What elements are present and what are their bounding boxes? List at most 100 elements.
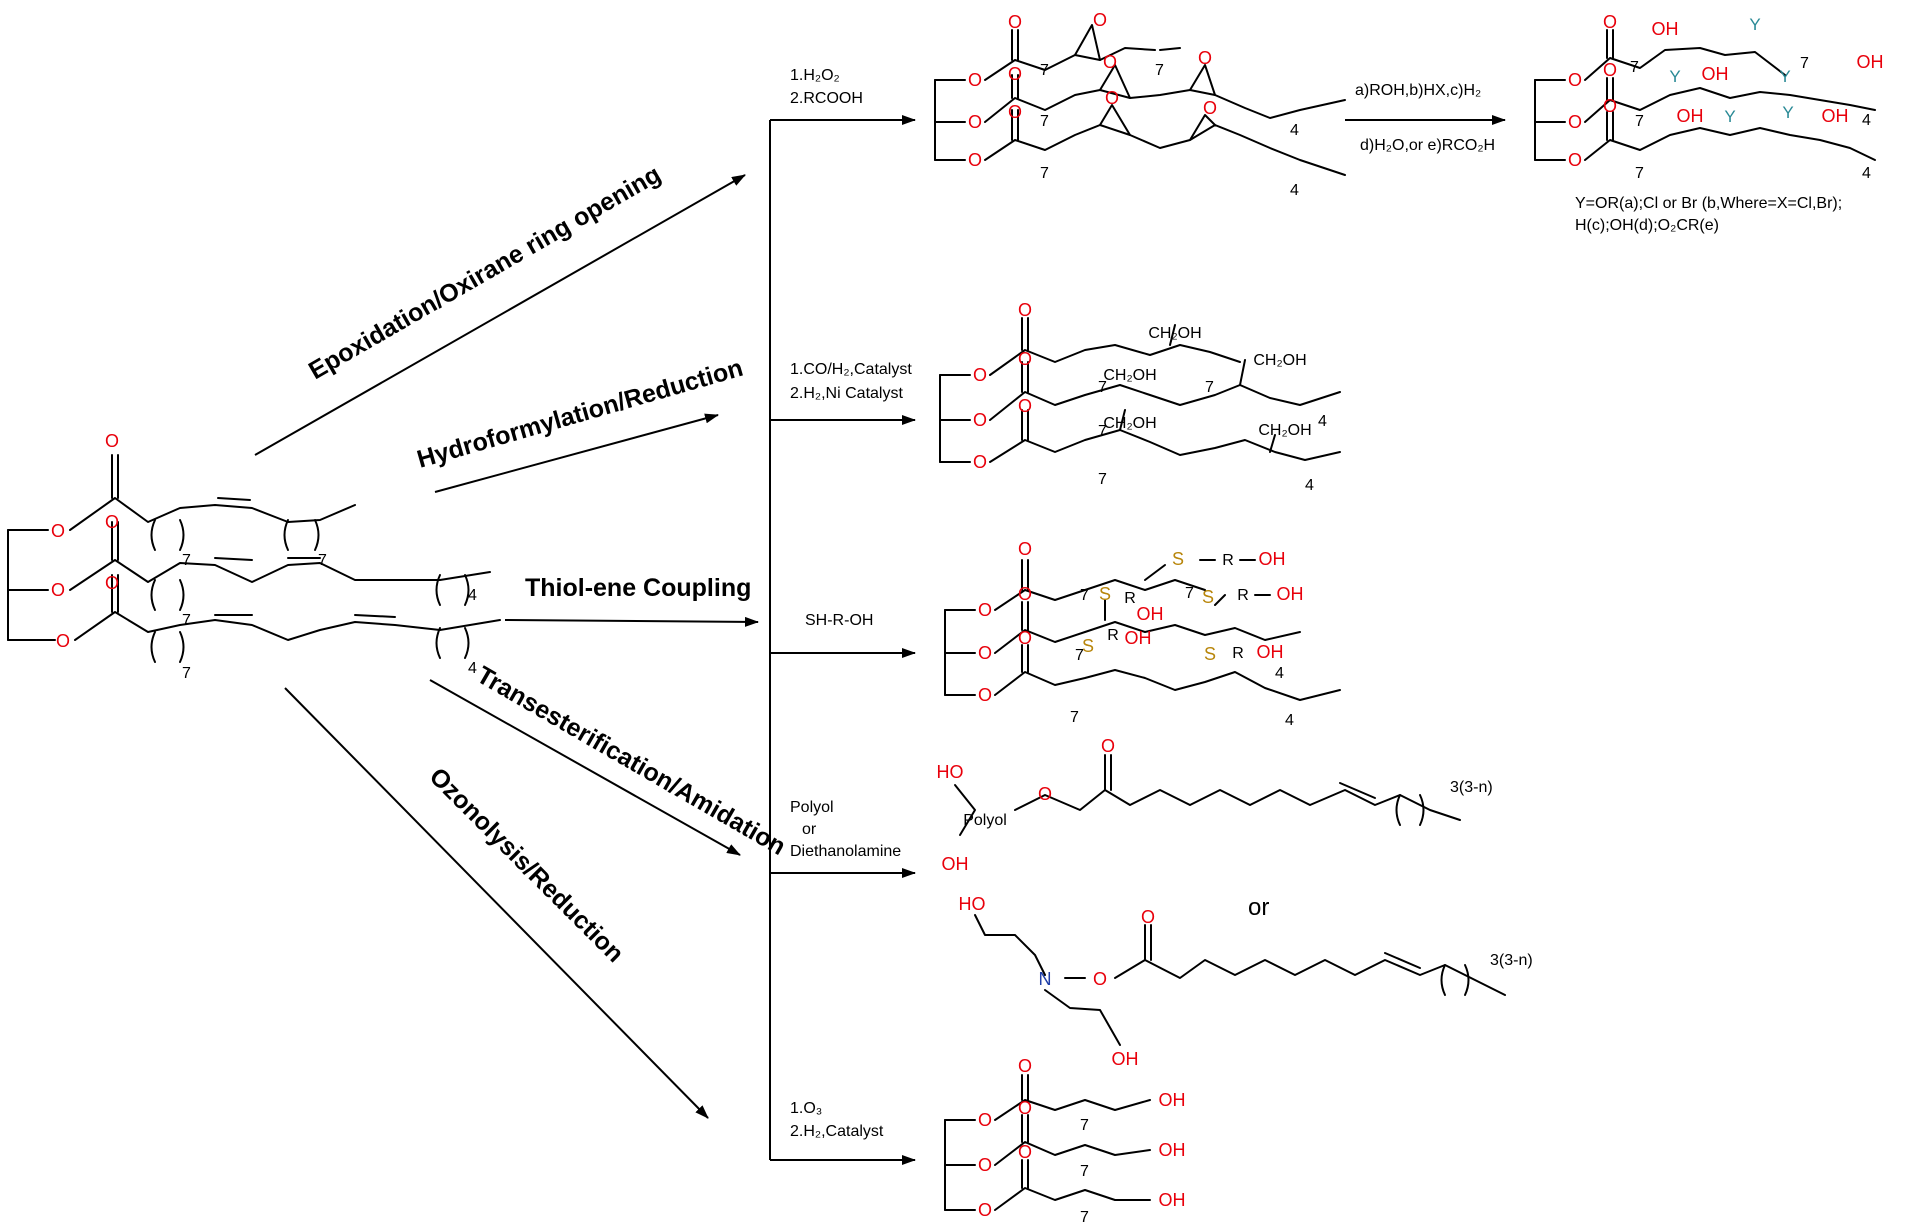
atom-label-o: O [51, 521, 65, 541]
subscript-7: 7 [1635, 165, 1644, 182]
subscript-7: 7 [1040, 62, 1049, 79]
atom-label-oh: OH [1822, 106, 1849, 126]
product-ozonolysis-triol: O O O O O O OH OH OH 7 7 7 [944, 1056, 1186, 1226]
subscript-7: 7 [1098, 379, 1107, 396]
atom-label-r: R [1232, 645, 1244, 662]
atom-label-y: Y [1669, 67, 1680, 86]
subscript-7: 7 [1070, 709, 1079, 726]
atom-label-n: N [1039, 969, 1052, 989]
or-separator: or [1248, 894, 1269, 921]
atom-label-o: O [1568, 112, 1582, 132]
atom-label-o: O [968, 70, 982, 90]
atom-label-epoxide-o: O [1203, 98, 1217, 118]
arrow-epoxidation [254, 174, 746, 456]
route-arrows [254, 174, 759, 1119]
condition-hydro-2: 2.H₂,Ni Catalyst [790, 385, 903, 402]
atom-label-r: R [1107, 627, 1119, 644]
arrow-transesterification [429, 679, 741, 856]
atom-label-s: S [1204, 644, 1216, 664]
subscript-7: 7 [1800, 55, 1809, 72]
atom-label-oh: OH [1125, 628, 1152, 648]
atom-label-oh: OH [1159, 1090, 1186, 1110]
atom-label-o: O [1018, 539, 1032, 559]
atom-label-o: O [1018, 1056, 1032, 1076]
subscript-4: 4 [1290, 182, 1299, 199]
atom-label-epoxide-o: O [1105, 88, 1119, 108]
route-label-ozonolysis: Ozonolysis/Reduction [424, 762, 629, 967]
atom-label-o: O [105, 431, 119, 451]
atom-label-o: O [1101, 736, 1115, 756]
atom-label-ch2oh: CH₂OH [1258, 422, 1311, 439]
atom-label-o: O [1018, 349, 1032, 369]
subscript-7: 7 [1098, 471, 1107, 488]
atom-label-o: O [1568, 70, 1582, 90]
product-thioether-polyol: O O O O O O S R OH S R OH S R OH S R OH … [944, 539, 1341, 729]
atom-label-o: O [978, 643, 992, 663]
atom-label-epoxide-o: O [1103, 52, 1117, 72]
atom-label-epoxide-o: O [1198, 48, 1212, 68]
atom-label-y: Y [1779, 67, 1790, 86]
atom-label-o: O [978, 600, 992, 620]
condition-trans-3: Diethanolamine [790, 843, 901, 860]
atom-label-o: O [1008, 64, 1022, 84]
atom-label-o: O [1018, 300, 1032, 320]
atom-label-o: O [978, 1110, 992, 1130]
arrow-hydroformylation [434, 413, 719, 493]
product-hydroformylated-polyol: O O O O O O CH₂OH CH₂OH CH₂OH CH₂OH CH₂O… [939, 300, 1341, 494]
atom-label-o: O [1093, 969, 1107, 989]
atom-label-o: O [1018, 396, 1032, 416]
product-diethanolamide: HO N O O OH 3(3-n) [959, 894, 1533, 1069]
atom-label-o: O [105, 573, 119, 593]
atom-label-y: Y [1749, 15, 1760, 34]
subscript-7: 7 [182, 665, 191, 682]
product-ring-opened-polyol: O O O O O O OH OH OH OH OH Y Y Y Y Y 7 7… [1534, 12, 1884, 182]
atom-label-o: O [973, 365, 987, 385]
atom-label-oh: OH [942, 854, 969, 874]
atom-label-oh: OH [1702, 64, 1729, 84]
atom-label-o: O [105, 512, 119, 532]
subscript-4: 4 [1285, 712, 1294, 729]
condition-open-2: d)H₂O,or e)RCO₂H [1360, 137, 1495, 154]
subscript-33n: 3(3-n) [1450, 779, 1493, 796]
atom-label-o: O [1038, 784, 1052, 804]
arrow-thiolene [504, 616, 759, 627]
atom-label-o: O [1008, 102, 1022, 122]
subscript-4: 4 [1862, 165, 1871, 182]
subscript-7: 7 [1080, 587, 1089, 604]
atom-label-oh: OH [1257, 642, 1284, 662]
subscript-4: 4 [1290, 122, 1299, 139]
subscript-33n: 3(3-n) [1490, 952, 1533, 969]
atom-label-o: O [1568, 150, 1582, 170]
atom-label-r: R [1237, 587, 1249, 604]
atom-label-o: O [56, 631, 70, 651]
subscript-7: 7 [1098, 423, 1107, 440]
condition-hydro-1: 1.CO/H₂,Catalyst [790, 361, 912, 378]
subscript-7: 7 [1040, 165, 1049, 182]
subscript-7: 7 [182, 612, 191, 629]
atom-label-o: O [1603, 12, 1617, 32]
atom-label-o: O [1018, 1098, 1032, 1118]
route-label-hydroformylation: Hydroformylation/Reduction [414, 354, 746, 474]
atom-label-oh: OH [1259, 549, 1286, 569]
subscript-7: 7 [1635, 113, 1644, 130]
route-label-transesterification: Transesterification/Amidation [472, 661, 790, 861]
condition-ozone-1: 1.O₃ [790, 1100, 822, 1117]
atom-label-ho: HO [959, 894, 986, 914]
atom-label-s: S [1099, 584, 1111, 604]
atom-label-ch2oh: CH₂OH [1253, 352, 1306, 369]
atom-label-o: O [1008, 12, 1022, 32]
atom-label-oh: OH [1677, 106, 1704, 126]
atom-label-s: S [1082, 636, 1094, 656]
atom-label-ch2oh: CH₂OH [1148, 325, 1201, 342]
subscript-4: 4 [468, 660, 477, 677]
atom-label-o: O [1603, 60, 1617, 80]
atom-label-o: O [1018, 628, 1032, 648]
atom-label-oh: OH [1277, 584, 1304, 604]
legend-line-1: Y=OR(a);Cl or Br (b,Where=X=Cl,Br); [1575, 195, 1842, 212]
subscript-7: 7 [1630, 59, 1639, 76]
atom-label-y: Y [1782, 103, 1793, 122]
subscript-7: 7 [1155, 62, 1164, 79]
product-epoxidized-triglyceride: O O O O O O O O O O O 7 7 7 4 7 4 [934, 10, 1346, 199]
atom-label-epoxide-o: O [1093, 10, 1107, 30]
